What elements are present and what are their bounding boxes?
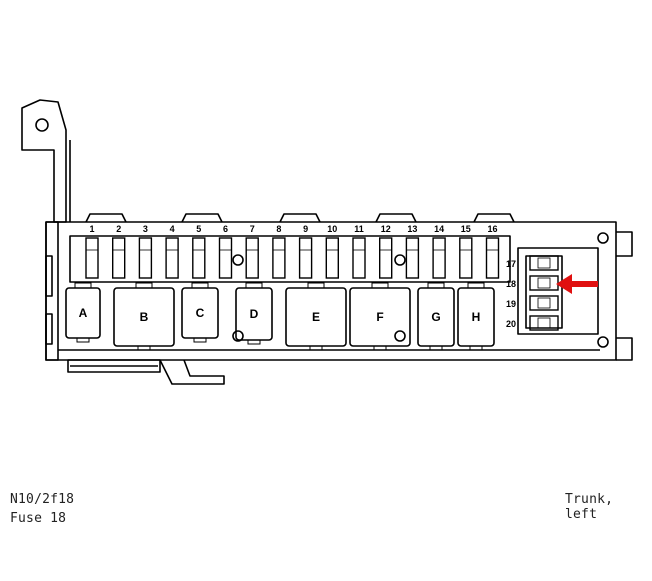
fuse-label: Fuse 18	[10, 511, 67, 526]
housing-screw	[394, 254, 406, 266]
fuse-slot-7	[245, 237, 259, 279]
highlight-arrow	[556, 274, 598, 294]
fuse-slot-1	[85, 237, 99, 279]
fuse-number: 15	[461, 224, 471, 234]
fuse-number: 9	[303, 224, 308, 234]
fuse-number: 16	[487, 224, 497, 234]
relay-label: C	[196, 306, 205, 320]
fuse-slot-13	[405, 237, 420, 279]
side-fuse-number: 20	[506, 319, 516, 329]
side-fuse-block	[517, 247, 599, 335]
fuse-number: 1	[89, 224, 94, 234]
housing-screw	[232, 254, 244, 266]
fuse-slot-8	[272, 237, 286, 279]
relay-label: E	[312, 310, 320, 324]
fuse-slot-6	[218, 237, 233, 279]
fuse-number: 10	[327, 224, 337, 234]
side-fuse-number: 18	[506, 279, 516, 289]
fuse-number: 6	[223, 224, 228, 234]
side-fuse-number: 19	[506, 299, 516, 309]
component-code: N10/2f18	[10, 492, 75, 507]
relay-label: D	[250, 307, 259, 321]
fuse-number: 8	[276, 224, 281, 234]
fuse-slot-15	[459, 237, 473, 279]
fuse-slot-4	[165, 237, 179, 279]
fuse-slot-12	[379, 237, 393, 279]
fuse-number: 4	[170, 224, 175, 234]
fuse-number: 5	[196, 224, 201, 234]
side-fuse-slot-20	[529, 315, 559, 331]
side-fuse-slot-17	[529, 255, 559, 271]
mounting-bracket	[21, 99, 67, 223]
relay-label: G	[431, 310, 440, 324]
fuse-slot-9	[298, 237, 313, 279]
relay-label: A	[79, 306, 88, 320]
fuse-slot-11	[352, 237, 366, 279]
fuse-slot-10	[325, 237, 339, 279]
relay-label: H	[472, 310, 481, 324]
side-fuse-number: 17	[506, 259, 516, 269]
mount-hole-top-right	[597, 232, 609, 244]
housing-screw	[232, 330, 244, 342]
location-label: Trunk, left	[565, 492, 614, 522]
housing-screw	[394, 330, 406, 342]
fuse-number: 2	[116, 224, 121, 234]
relay-label: F	[376, 310, 383, 324]
fuse-number: 12	[381, 224, 391, 234]
fuse-number: 13	[407, 224, 417, 234]
fuse-number: 11	[354, 224, 364, 234]
fuse-slot-3	[138, 237, 153, 279]
fuse-slot-16	[485, 237, 500, 279]
side-fuse-slot-19	[529, 295, 559, 311]
mount-hole-bottom-right	[597, 336, 609, 348]
fuse-number: 7	[250, 224, 255, 234]
fuse-box-housing	[45, 221, 617, 361]
fuse-number: 3	[143, 224, 148, 234]
fuse-slot-14	[432, 237, 446, 279]
fuse-slot-2	[111, 237, 126, 279]
bracket-hole	[35, 118, 49, 132]
relay-label: B	[140, 310, 149, 324]
fuse-slot-5	[192, 237, 206, 279]
fuse-number: 14	[434, 224, 444, 234]
